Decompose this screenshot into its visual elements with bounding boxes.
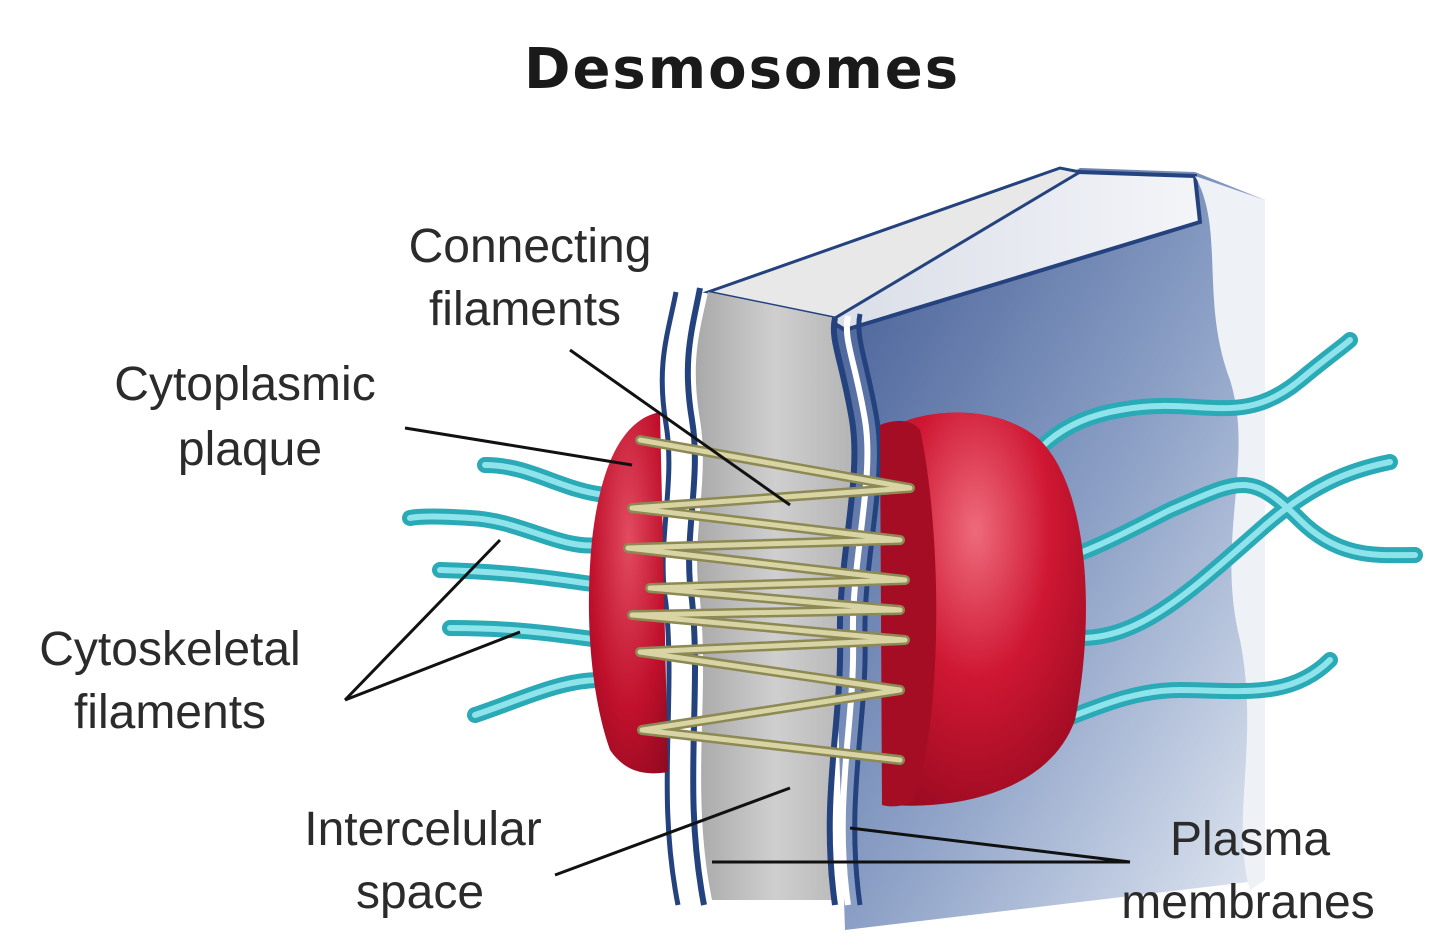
label-connecting-filaments: Connecting filaments (409, 220, 652, 336)
leader-cytoskeletal-b (344, 630, 521, 702)
svg-text:Intercelular: Intercelular (304, 803, 541, 856)
svg-text:filaments: filaments (429, 283, 621, 336)
leader-cytoskeletal-a (343, 538, 502, 702)
diagram-title: Desmosomes (524, 37, 960, 102)
svg-text:Connecting: Connecting (409, 220, 652, 273)
cytoskeletal-filaments-right (967, 332, 1423, 748)
cytoplasmic-plaque-right (880, 412, 1086, 807)
leader-lines (343, 348, 1131, 877)
svg-text:plaque: plaque (178, 423, 322, 476)
cytoskeletal-filaments-left (402, 457, 613, 723)
leader-connecting (569, 348, 791, 507)
leader-plaque (404, 426, 633, 467)
svg-text:Cytoskeletal: Cytoskeletal (39, 623, 300, 676)
label-cytoskeletal-filaments: Cytoskeletal filaments (39, 623, 300, 739)
leader-intercellular (554, 786, 791, 877)
label-cytoplasmic-plaque: Cytoplasmic plaque (114, 358, 375, 476)
connecting-filaments (623, 435, 915, 765)
label-intercellular-space: Intercelular space (304, 803, 541, 919)
label-plasma-membranes: Plasma membranes (1121, 813, 1374, 929)
svg-text:membranes: membranes (1121, 876, 1374, 929)
leader-plasma-a (849, 826, 1131, 864)
svg-text:Plasma: Plasma (1170, 813, 1330, 866)
svg-text:space: space (356, 866, 484, 919)
svg-text:Cytoplasmic: Cytoplasmic (114, 358, 375, 411)
svg-text:filaments: filaments (74, 686, 266, 739)
